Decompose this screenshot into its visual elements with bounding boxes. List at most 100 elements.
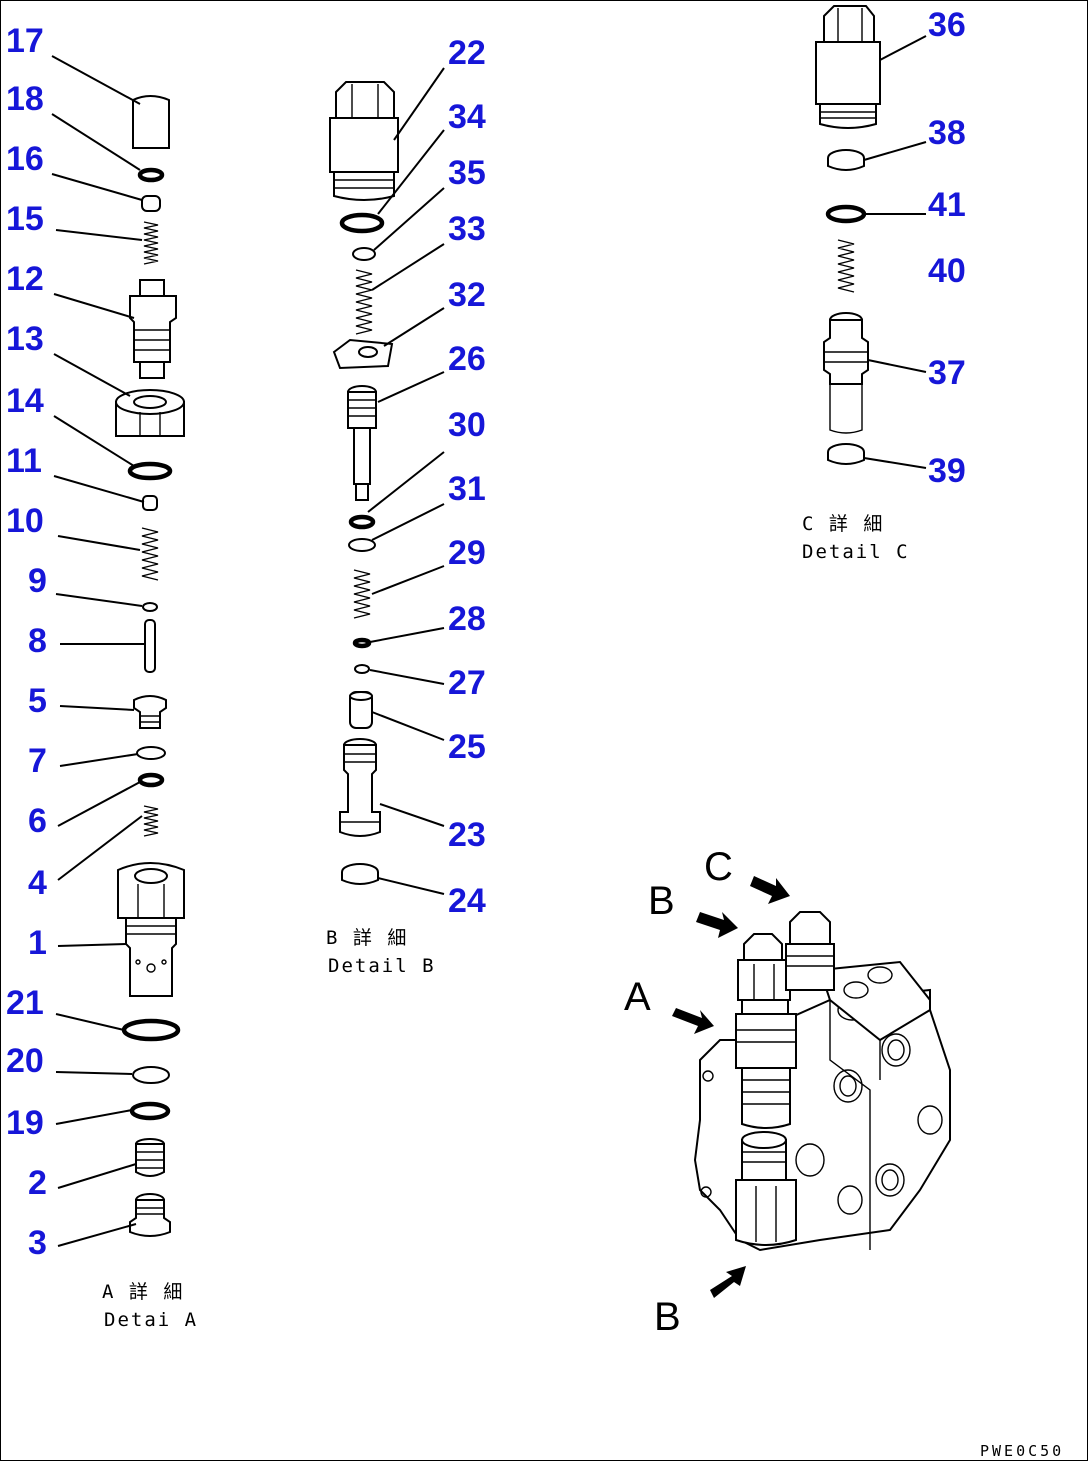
detail-c-caption-en: Detail C (802, 541, 910, 563)
detail-b-assembly (329, 67, 445, 895)
arrow-b-top-icon (696, 912, 738, 938)
part-label-35: 35 (448, 154, 486, 192)
part-35-washer (352, 247, 376, 261)
detail-a-assembly (51, 55, 185, 1247)
part-label-36: 36 (928, 6, 966, 44)
part-36-plug (815, 5, 881, 129)
part-28-oring (352, 637, 372, 649)
part-label-26: 26 (448, 340, 486, 378)
part-2-sleeve (135, 1138, 165, 1177)
part-33-spring (355, 269, 373, 335)
part-34-oring (339, 212, 385, 234)
part-38-washer (827, 149, 865, 171)
part-label-10: 10 (6, 502, 44, 540)
valve-block-assembly (693, 911, 951, 1252)
part-10-spring (141, 527, 159, 581)
view-letter-b-top: B (648, 879, 675, 923)
part-label-7: 7 (28, 742, 47, 780)
part-label-3: 3 (28, 1224, 47, 1262)
detail-b-caption-jp: B 詳 細 (326, 927, 408, 949)
part-label-30: 30 (448, 406, 486, 444)
part-label-16: 16 (6, 140, 44, 178)
part-40-spring (837, 239, 855, 293)
part-label-8: 8 (28, 622, 47, 660)
part-4-spring (143, 805, 159, 837)
view-letter-c: C (704, 845, 733, 889)
part-3-plug (129, 1193, 171, 1237)
detail-c-caption-jp: C 詳 細 (802, 513, 884, 535)
part-14-oring (127, 461, 173, 481)
detail-c-part-numbers: 36 38 41 40 37 39 (928, 6, 966, 490)
part-label-14: 14 (6, 382, 44, 420)
part-17-cap (132, 95, 170, 149)
part-label-12: 12 (6, 260, 44, 298)
part-label-23: 23 (448, 816, 486, 854)
part-label-15: 15 (6, 200, 44, 238)
part-label-29: 29 (448, 534, 486, 572)
part-label-22: 22 (448, 34, 486, 72)
part-22-plug (329, 81, 399, 201)
part-label-11: 11 (6, 442, 42, 480)
part-label-41: 41 (928, 186, 966, 224)
part-7-ring (136, 746, 166, 760)
part-label-31: 31 (448, 470, 486, 508)
drawing-number: PWE0C50 (980, 1442, 1064, 1460)
detail-b-part-numbers: 22 34 35 33 32 26 30 31 29 28 27 25 23 2… (448, 34, 486, 920)
part-label-19: 19 (6, 1104, 44, 1142)
part-label-1: 1 (28, 924, 47, 962)
view-letter-b-bottom: B (654, 1295, 681, 1339)
part-27-washer (354, 664, 370, 674)
part-label-34: 34 (448, 98, 486, 136)
part-37-piston (823, 312, 869, 434)
detail-a-leader-lines (51, 55, 145, 1247)
part-label-20: 20 (6, 1042, 44, 1080)
part-21-oring (121, 1018, 181, 1042)
part-label-38: 38 (928, 114, 966, 152)
part-6-oring (137, 772, 165, 788)
part-8-pin (144, 619, 156, 673)
part-label-37: 37 (928, 354, 966, 392)
part-12-poppet-body (129, 279, 177, 379)
part-label-28: 28 (448, 600, 486, 638)
detail-c-assembly (815, 5, 927, 469)
part-9-washer (142, 602, 158, 612)
detail-b-leader-lines (367, 67, 445, 895)
detail-b-caption-en: Detail B (328, 955, 436, 977)
part-30-oring (348, 514, 376, 530)
part-label-39: 39 (928, 452, 966, 490)
part-18-oring (137, 167, 165, 183)
view-letters: A B C B (624, 845, 733, 1339)
detail-c-leader-lines (863, 35, 927, 469)
part-26-piston (347, 385, 377, 501)
detail-a-part-numbers: 17 18 16 15 12 13 14 11 10 9 8 5 7 6 4 1… (6, 22, 47, 1262)
part-32-plate (332, 338, 394, 370)
view-letter-a: A (624, 975, 651, 1019)
part-1-housing (117, 862, 185, 997)
part-20-backup-ring (132, 1066, 170, 1084)
part-15-spring (143, 221, 159, 265)
arrow-c-icon (750, 876, 790, 904)
detail-a-caption-en: Detai A (104, 1309, 198, 1331)
part-24-washer (341, 863, 379, 885)
part-label-21: 21 (6, 984, 44, 1022)
part-23-body (339, 738, 381, 837)
part-label-17: 17 (6, 22, 44, 60)
part-41-oring (825, 204, 867, 224)
part-25-sleeve (349, 691, 373, 729)
arrow-a-icon (672, 1008, 714, 1034)
part-13-nut (115, 389, 185, 437)
part-label-9: 9 (28, 562, 47, 600)
part-label-13: 13 (6, 320, 44, 358)
part-label-2: 2 (28, 1164, 47, 1202)
part-label-40: 40 (928, 252, 966, 290)
part-label-32: 32 (448, 276, 486, 314)
part-label-4: 4 (28, 864, 47, 902)
view-arrows (672, 876, 790, 1298)
part-29-spring (353, 569, 371, 619)
part-39-washer (827, 443, 865, 465)
part-31-ring (348, 538, 376, 552)
part-16-seat (141, 195, 161, 212)
